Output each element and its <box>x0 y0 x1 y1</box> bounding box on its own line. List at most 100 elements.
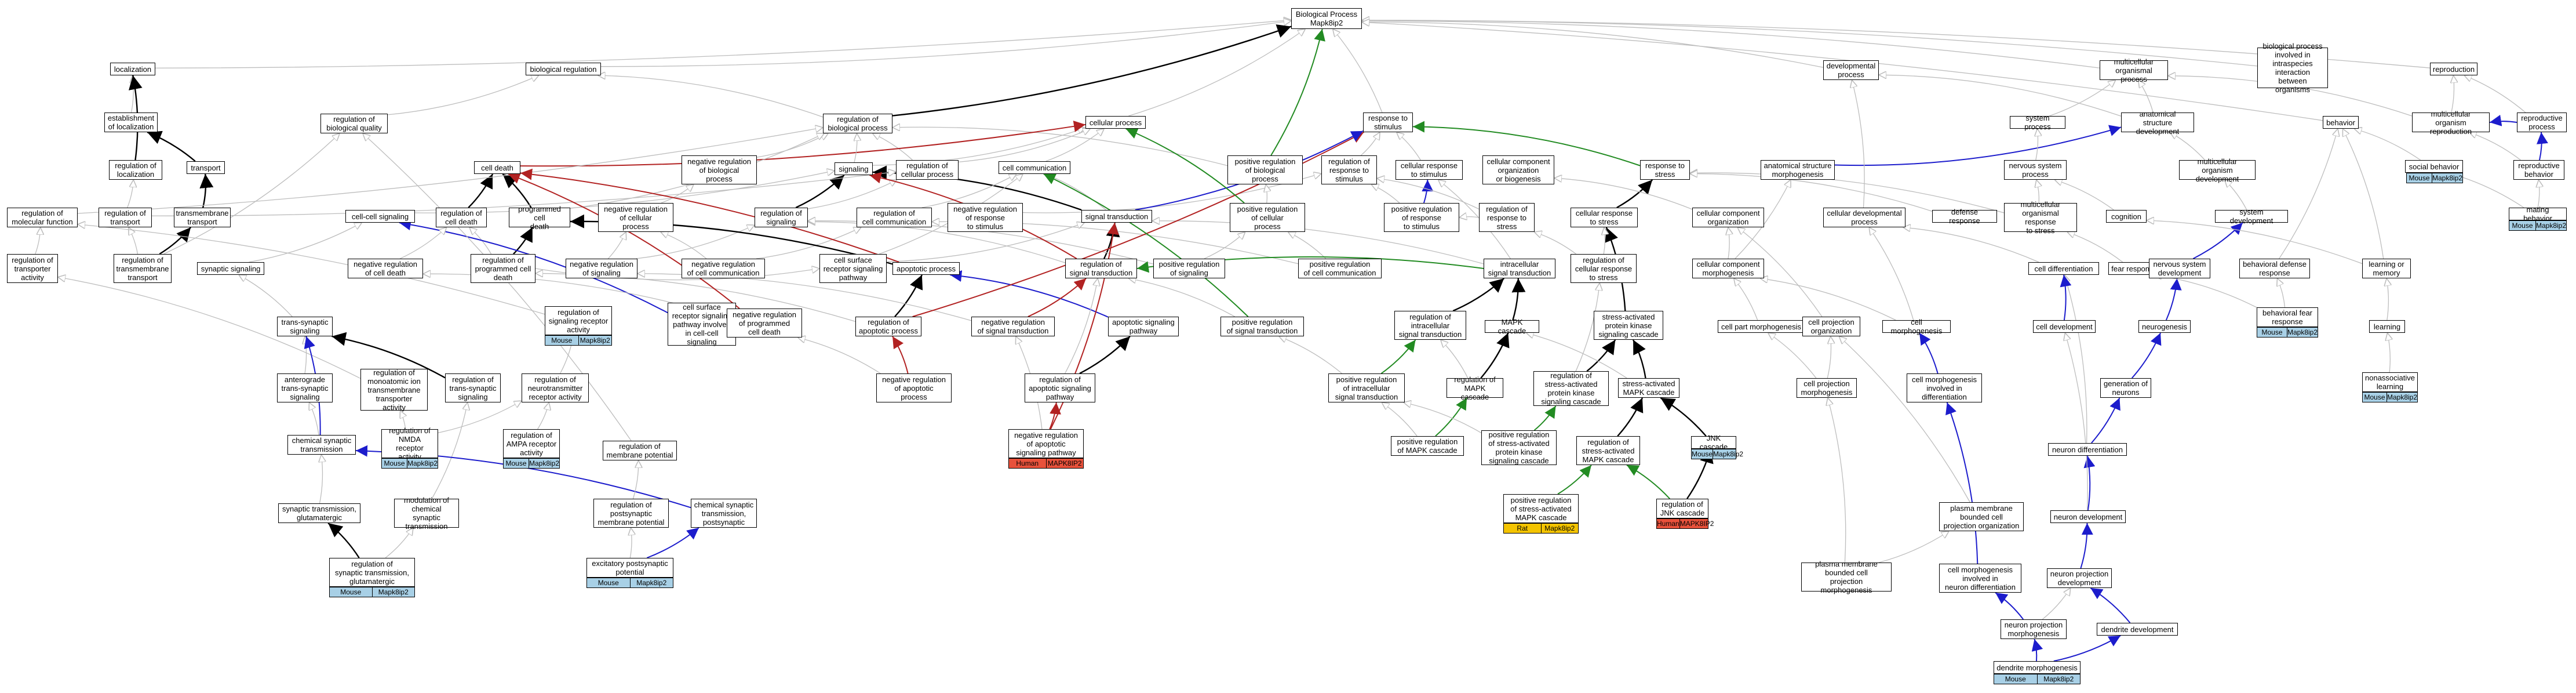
go-term-celldevproc[interactable]: cellular developmental process <box>1823 208 1905 227</box>
go-term-posregsig[interactable]: positive regulation of signaling <box>1153 259 1225 278</box>
go-term-neurogenesis[interactable]: neurogenesis <box>2138 320 2191 333</box>
go-term-matingbeh[interactable]: mating behavior <box>2509 205 2567 223</box>
go-term-posregsamapk[interactable]: positive regulation of stress-activated … <box>1503 494 1579 523</box>
go-term-interspecies[interactable]: biological process involved in intraspec… <box>2257 42 2328 94</box>
go-term-cellproj[interactable]: cell projection organization <box>1802 317 1860 336</box>
go-term-regsigtrans[interactable]: regulation of signal transduction <box>1065 259 1137 278</box>
go-term-celldiff[interactable]: cell differentiation <box>2028 262 2099 275</box>
go-term-regrespstress[interactable]: regulation of response to stress <box>1479 203 1535 232</box>
go-term-sapk[interactable]: stress-activated protein kinase signalin… <box>1594 311 1663 340</box>
go-term-reproduction[interactable]: reproduction <box>2430 63 2477 75</box>
go-term-multiresp[interactable]: multicellular organismal response to str… <box>2004 200 2077 235</box>
go-term-posregmapk[interactable]: positive regulation of MAPK cascade <box>1391 436 1464 456</box>
go-term-synglut[interactable]: synaptic transmission, glutamatergic <box>278 503 360 523</box>
go-term-regmol[interactable]: regulation of molecular function <box>7 208 78 227</box>
go-term-behavior[interactable]: behavior <box>2323 116 2359 129</box>
go-term-posregsapk[interactable]: positive regulation of stress-activated … <box>1481 430 1557 465</box>
go-term-negregcellcomm[interactable]: negative regulation of cell communicatio… <box>682 259 765 278</box>
go-term-posregcellcomm[interactable]: positive regulation of cell communicatio… <box>1298 259 1382 278</box>
go-term-celldev[interactable]: cell development <box>2033 320 2096 333</box>
go-term-regloc[interactable]: regulation of localization <box>109 160 162 180</box>
go-term-sysdev[interactable]: system development <box>2215 208 2288 225</box>
go-term-regneurorec[interactable]: regulation of neurotransmitter receptor … <box>522 373 589 402</box>
go-term-behfear[interactable]: behavioral fear response <box>2257 307 2318 327</box>
go-term-repbeh[interactable]: reproductive behavior <box>2513 160 2564 180</box>
go-term-posregbp[interactable]: positive regulation of biological proces… <box>1227 155 1303 184</box>
go-term-anterograde[interactable]: anterograde trans-synaptic signaling <box>277 373 333 402</box>
go-term-regbp[interactable]: regulation of biological process <box>823 114 892 133</box>
go-term-cellresp[interactable]: cellular response to stimulus <box>1396 160 1463 180</box>
go-term-sigtrans[interactable]: signal transduction <box>1081 210 1152 223</box>
go-term-regsignaling[interactable]: regulation of signaling <box>755 208 808 227</box>
go-term-chemsyn[interactable]: chemical synaptic transmission <box>287 435 356 455</box>
go-term-pcd[interactable]: programmed cell death <box>509 205 570 231</box>
go-term-negregpcd[interactable]: negative regulation of programmed cell d… <box>727 309 802 338</box>
go-term-neurondiff[interactable]: neuron differentiation <box>2048 443 2127 456</box>
go-term-cellsig[interactable]: cell-cell signaling <box>345 210 415 223</box>
go-term-anatmorph[interactable]: anatomical structure morphogenesis <box>1761 160 1835 180</box>
go-term-regpostsyn[interactable]: regulation of postsynaptic membrane pote… <box>593 499 669 528</box>
go-term-estloc[interactable]: establishment of localization <box>104 113 158 132</box>
go-term-negregsig[interactable]: negative regulation of signaling <box>566 259 637 278</box>
go-term-regtransport[interactable]: regulation of transport <box>99 208 152 227</box>
go-term-negregbp[interactable]: negative regulation of biological proces… <box>682 155 757 184</box>
go-term-tmtransport[interactable]: transmembrane transport <box>174 208 231 227</box>
go-term-negregapop[interactable]: negative regulation of apoptotic process <box>876 373 952 402</box>
go-term-localization[interactable]: localization <box>110 63 155 75</box>
go-term-regapop[interactable]: regulation of apoptotic process <box>855 317 921 336</box>
go-term-regmonoionotropic[interactable]: regulation of monoatomic ion transmembra… <box>360 368 428 412</box>
go-term-regcellrespstress[interactable]: regulation of cellular response to stres… <box>1571 254 1637 283</box>
go-term-samapk[interactable]: stress-activated MAPK cascade <box>1618 378 1679 398</box>
go-term-negregapopsig[interactable]: negative regulation of apoptotic signali… <box>1008 429 1084 458</box>
go-term-negregresp[interactable]: negative regulation of response to stimu… <box>948 203 1023 232</box>
go-term-defresp[interactable]: defense response <box>1932 208 1997 225</box>
go-term-neuronprojmorph[interactable]: neuron projection morphogenesis <box>2001 619 2067 639</box>
go-term-posregintrasig[interactable]: positive regulation of intracellular sig… <box>1328 373 1405 402</box>
go-term-regsamapk[interactable]: regulation of stress-activated MAPK casc… <box>1576 436 1640 465</box>
go-term-cellsurfcell[interactable]: cell surface receptor signaling pathway … <box>668 303 736 346</box>
go-term-chemsynpost[interactable]: chemical synaptic transmission, postsyna… <box>691 499 757 528</box>
go-term-nervsys[interactable]: nervous system process <box>2004 160 2067 180</box>
go-term-regcelldeath[interactable]: regulation of cell death <box>436 208 487 227</box>
go-term-neurondev[interactable]: neuron development <box>2050 510 2126 523</box>
go-term-socialbeh[interactable]: social behavior <box>2405 160 2463 173</box>
go-term-dendritedev[interactable]: dendrite development <box>2097 623 2178 636</box>
go-term-learnmem[interactable]: learning or memory <box>2362 259 2411 278</box>
go-term-intrasig[interactable]: intracellular signal transduction <box>1484 259 1555 278</box>
go-term-modchemsyn[interactable]: modulation of chemical synaptic transmis… <box>394 496 459 531</box>
go-term-cellcomm[interactable]: cell communication <box>999 161 1070 174</box>
go-term-posregsigtrans[interactable]: positive regulation of signal transducti… <box>1220 317 1304 336</box>
go-term-cellsurfsig[interactable]: cell surface receptor signaling pathway <box>819 254 887 283</box>
go-term-nervsysdev[interactable]: nervous system development <box>2149 259 2210 278</box>
go-term-sysproc[interactable]: system process <box>2010 114 2065 131</box>
go-term-bioreg[interactable]: biological regulation <box>526 63 601 75</box>
go-term-behdef[interactable]: behavioral defense response <box>2239 259 2310 278</box>
go-term-cellprojmorph[interactable]: cell projection morphogenesis <box>1797 378 1857 398</box>
go-term-regjnk[interactable]: regulation of JNK cascade <box>1656 499 1708 518</box>
go-term-regnmda[interactable]: regulation of NMDA receptor activity <box>381 426 438 461</box>
go-term-multirep[interactable]: multicellular organism reproduction <box>2412 110 2490 136</box>
go-term-posregresp[interactable]: positive regulation of response to stimu… <box>1384 203 1459 232</box>
go-term-mapk[interactable]: MAPK cascade <box>1485 318 1539 335</box>
go-term-devproc[interactable]: developmental process <box>1823 60 1879 80</box>
go-term-multiorg[interactable]: multicellular organismal process <box>2100 57 2168 84</box>
go-term-cellmorphdiff[interactable]: cell morphogenesis involved in different… <box>1907 373 1982 402</box>
go-term-respstress[interactable]: response to stress <box>1640 160 1690 180</box>
go-term-regmapk[interactable]: regulation of MAPK cascade <box>1447 375 1503 401</box>
go-term-ccmorph[interactable]: cellular component morphogenesis <box>1692 259 1764 278</box>
go-term-respstim[interactable]: response to stimulus <box>1363 113 1413 132</box>
go-term-pmbcpo[interactable]: plasma membrane bounded cell projection … <box>1939 502 2024 531</box>
go-term-regmempot[interactable]: regulation of membrane potential <box>603 441 677 460</box>
go-term-repproc[interactable]: reproductive process <box>2517 113 2567 132</box>
go-term-transsyn[interactable]: trans-synaptic signaling <box>277 317 333 336</box>
go-term-ccorg[interactable]: cellular component organization or bioge… <box>1482 155 1554 184</box>
go-term-posregcellproc[interactable]: positive regulation of cellular process <box>1230 203 1305 232</box>
go-term-excitpost[interactable]: excitatory postsynaptic potential <box>586 558 673 578</box>
go-term-regcellproc[interactable]: regulation of cellular process <box>896 160 959 180</box>
go-term-regsigrec[interactable]: regulation of signaling receptor activit… <box>545 306 612 335</box>
go-term-regintrasig[interactable]: regulation of intracellular signal trans… <box>1394 311 1466 340</box>
go-term-cognition[interactable]: cognition <box>2106 210 2147 223</box>
go-term-regapopsig[interactable]: regulation of apoptotic signaling pathwa… <box>1025 373 1095 402</box>
go-term-regsynglut[interactable]: regulation of synaptic transmission, glu… <box>329 558 415 587</box>
go-term-cellrespstress[interactable]: cellular response to stress <box>1571 208 1638 227</box>
